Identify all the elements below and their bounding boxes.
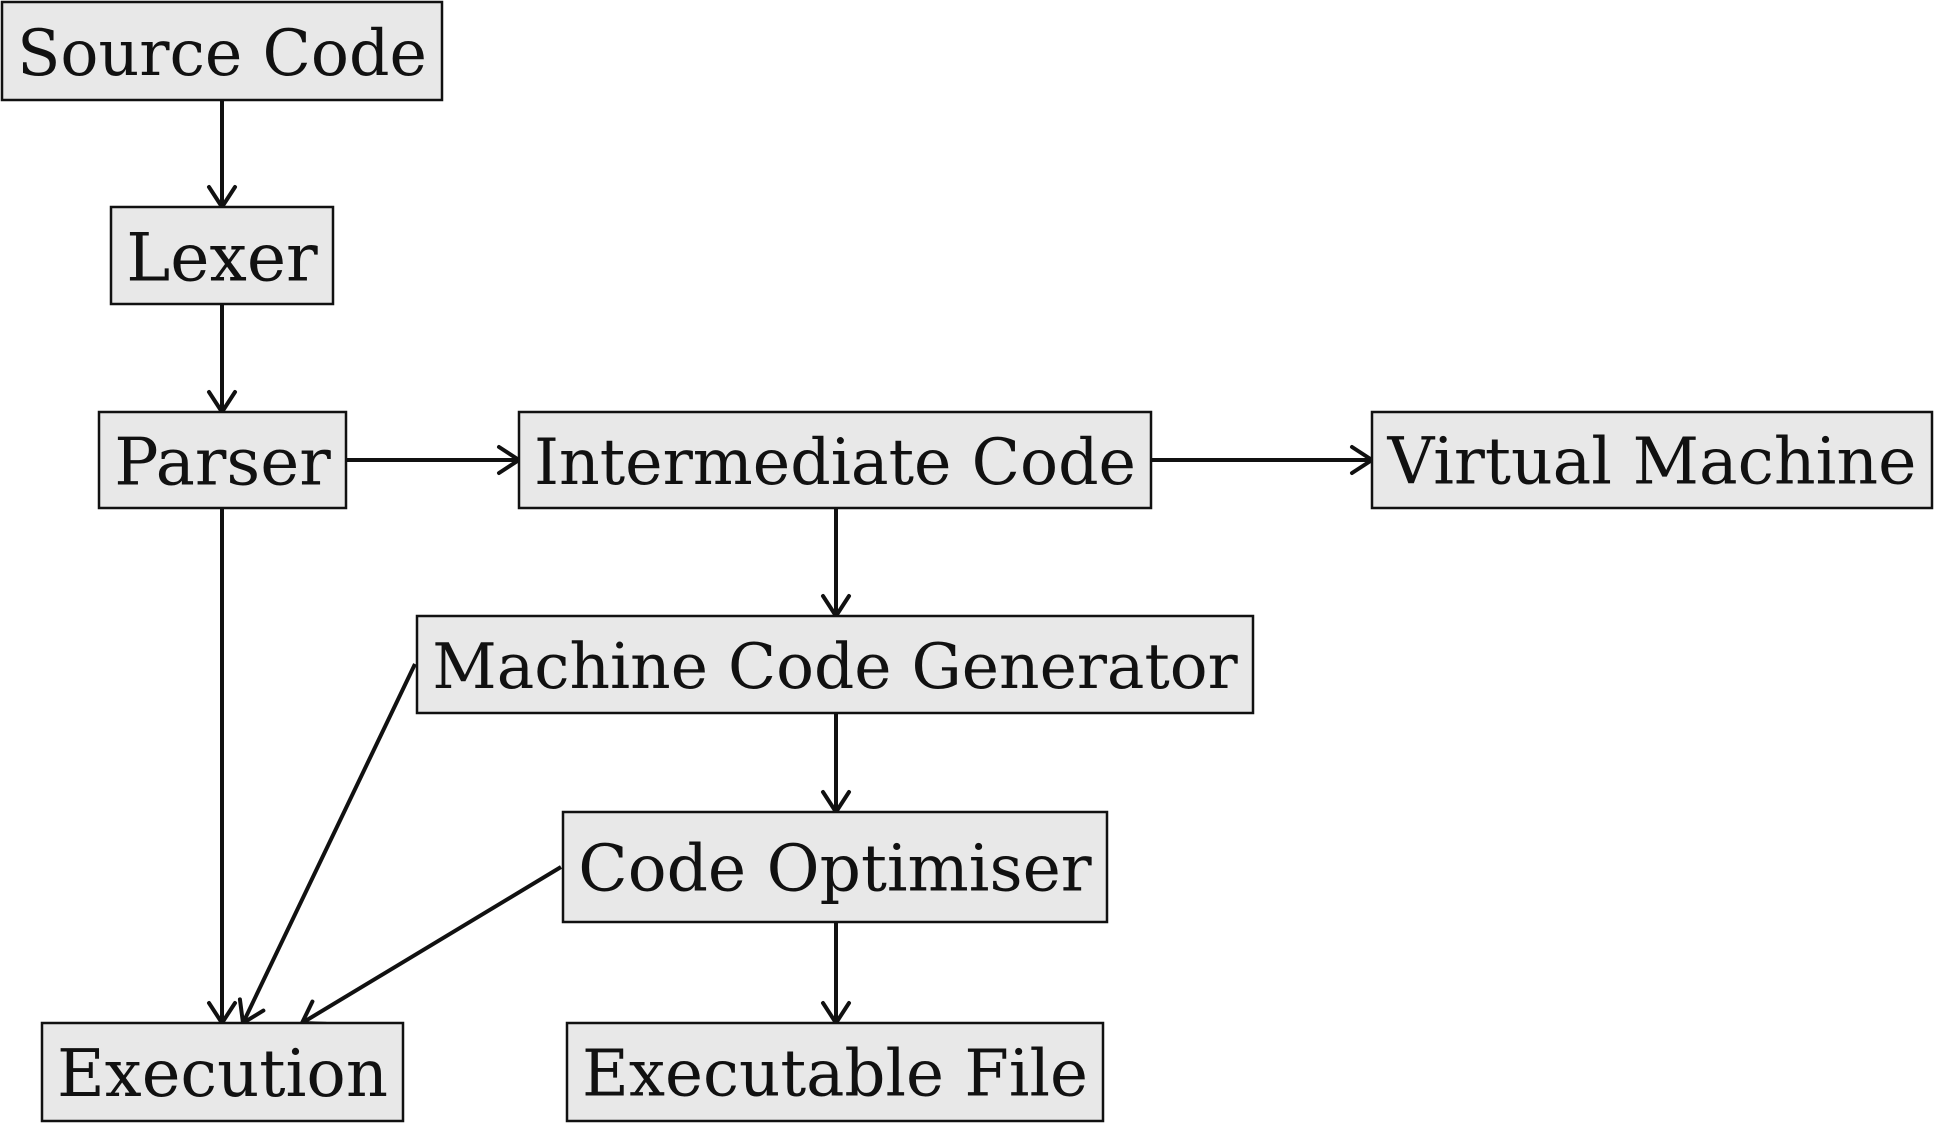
node-intermediate: Intermediate Code [517, 410, 1153, 510]
node-label: Executable File [582, 1037, 1088, 1112]
node-box [565, 1021, 1105, 1123]
node-label: Intermediate Code [534, 425, 1136, 499]
edge-intermediate-vm [1151, 445, 1374, 475]
node-box [1370, 410, 1934, 510]
node-parser: Parser [97, 410, 348, 510]
edge-mcg-optimiser [821, 713, 851, 814]
edge-line [241, 663, 417, 1024]
node-label: Lexer [126, 219, 318, 297]
node-execution: Execution [40, 1021, 405, 1123]
node-source: Source Code [0, 0, 444, 102]
edge-line [300, 865, 563, 1025]
node-box [517, 410, 1153, 510]
edge-parser-intermediate [346, 445, 521, 475]
node-label: Code Optimiser [578, 832, 1092, 907]
node-box [415, 614, 1255, 715]
node-lexer: Lexer [109, 205, 335, 306]
node-box [40, 1021, 405, 1123]
node-label: Machine Code Generator [432, 630, 1238, 703]
edge-intermediate-mcg [821, 508, 851, 618]
node-label: Source Code [17, 16, 427, 90]
node-optimiser: Code Optimiser [561, 810, 1109, 924]
edge-source-lexer [207, 100, 237, 209]
node-box [561, 810, 1109, 924]
node-vm: Virtual Machine [1370, 410, 1934, 510]
edge-parser-execution [207, 508, 237, 1025]
edge-optimiser-exefile [821, 922, 851, 1025]
node-label: Virtual Machine [1387, 425, 1917, 500]
node-mcg: Machine Code Generator [415, 614, 1255, 715]
node-label: Execution [57, 1036, 388, 1112]
node-box [97, 410, 348, 510]
node-box [0, 0, 444, 102]
node-exefile: Executable File [565, 1021, 1105, 1123]
node-label: Parser [114, 424, 331, 501]
node-box [109, 205, 335, 306]
edge-optimiser-execution [300, 865, 563, 1026]
edge-lexer-parser [207, 304, 237, 414]
